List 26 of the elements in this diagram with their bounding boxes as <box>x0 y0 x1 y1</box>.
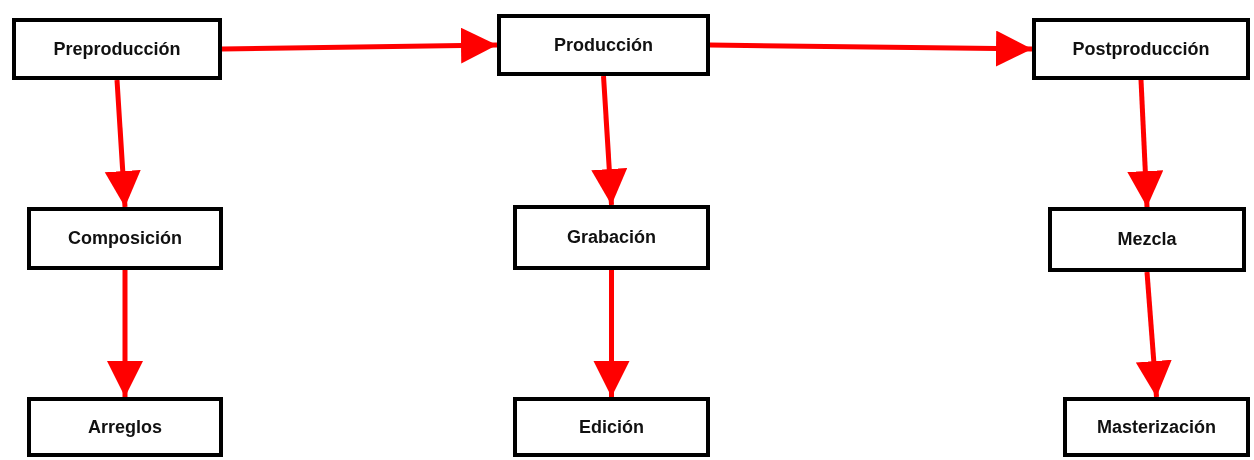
box-label: Edición <box>579 416 644 438</box>
process-box <box>12 18 222 80</box>
process-box <box>1032 18 1250 80</box>
box-label: Preproducción <box>53 38 181 60</box>
process-box <box>27 207 223 270</box>
arrow <box>104 79 141 208</box>
process-box <box>497 14 710 76</box>
box-label: Mezcla <box>1117 229 1177 250</box>
arrow <box>1135 271 1172 398</box>
box-label: Grabación <box>567 227 656 248</box>
process-box <box>1063 397 1250 457</box>
arrow <box>593 270 630 397</box>
box-label: Postproducción <box>1072 38 1210 60</box>
process-box <box>27 397 223 457</box>
arrow <box>107 270 143 397</box>
arrow <box>591 75 628 206</box>
box-label: Composición <box>68 228 182 249</box>
process-box <box>1048 207 1246 272</box>
process-box <box>513 205 710 270</box>
arrow <box>709 30 1033 67</box>
box-label: Arreglos <box>88 416 162 438</box>
box-label: Masterización <box>1096 416 1216 438</box>
process-box <box>513 397 710 457</box>
arrow <box>1127 79 1164 208</box>
arrow <box>221 27 498 64</box>
box-label: Producción <box>554 34 653 56</box>
